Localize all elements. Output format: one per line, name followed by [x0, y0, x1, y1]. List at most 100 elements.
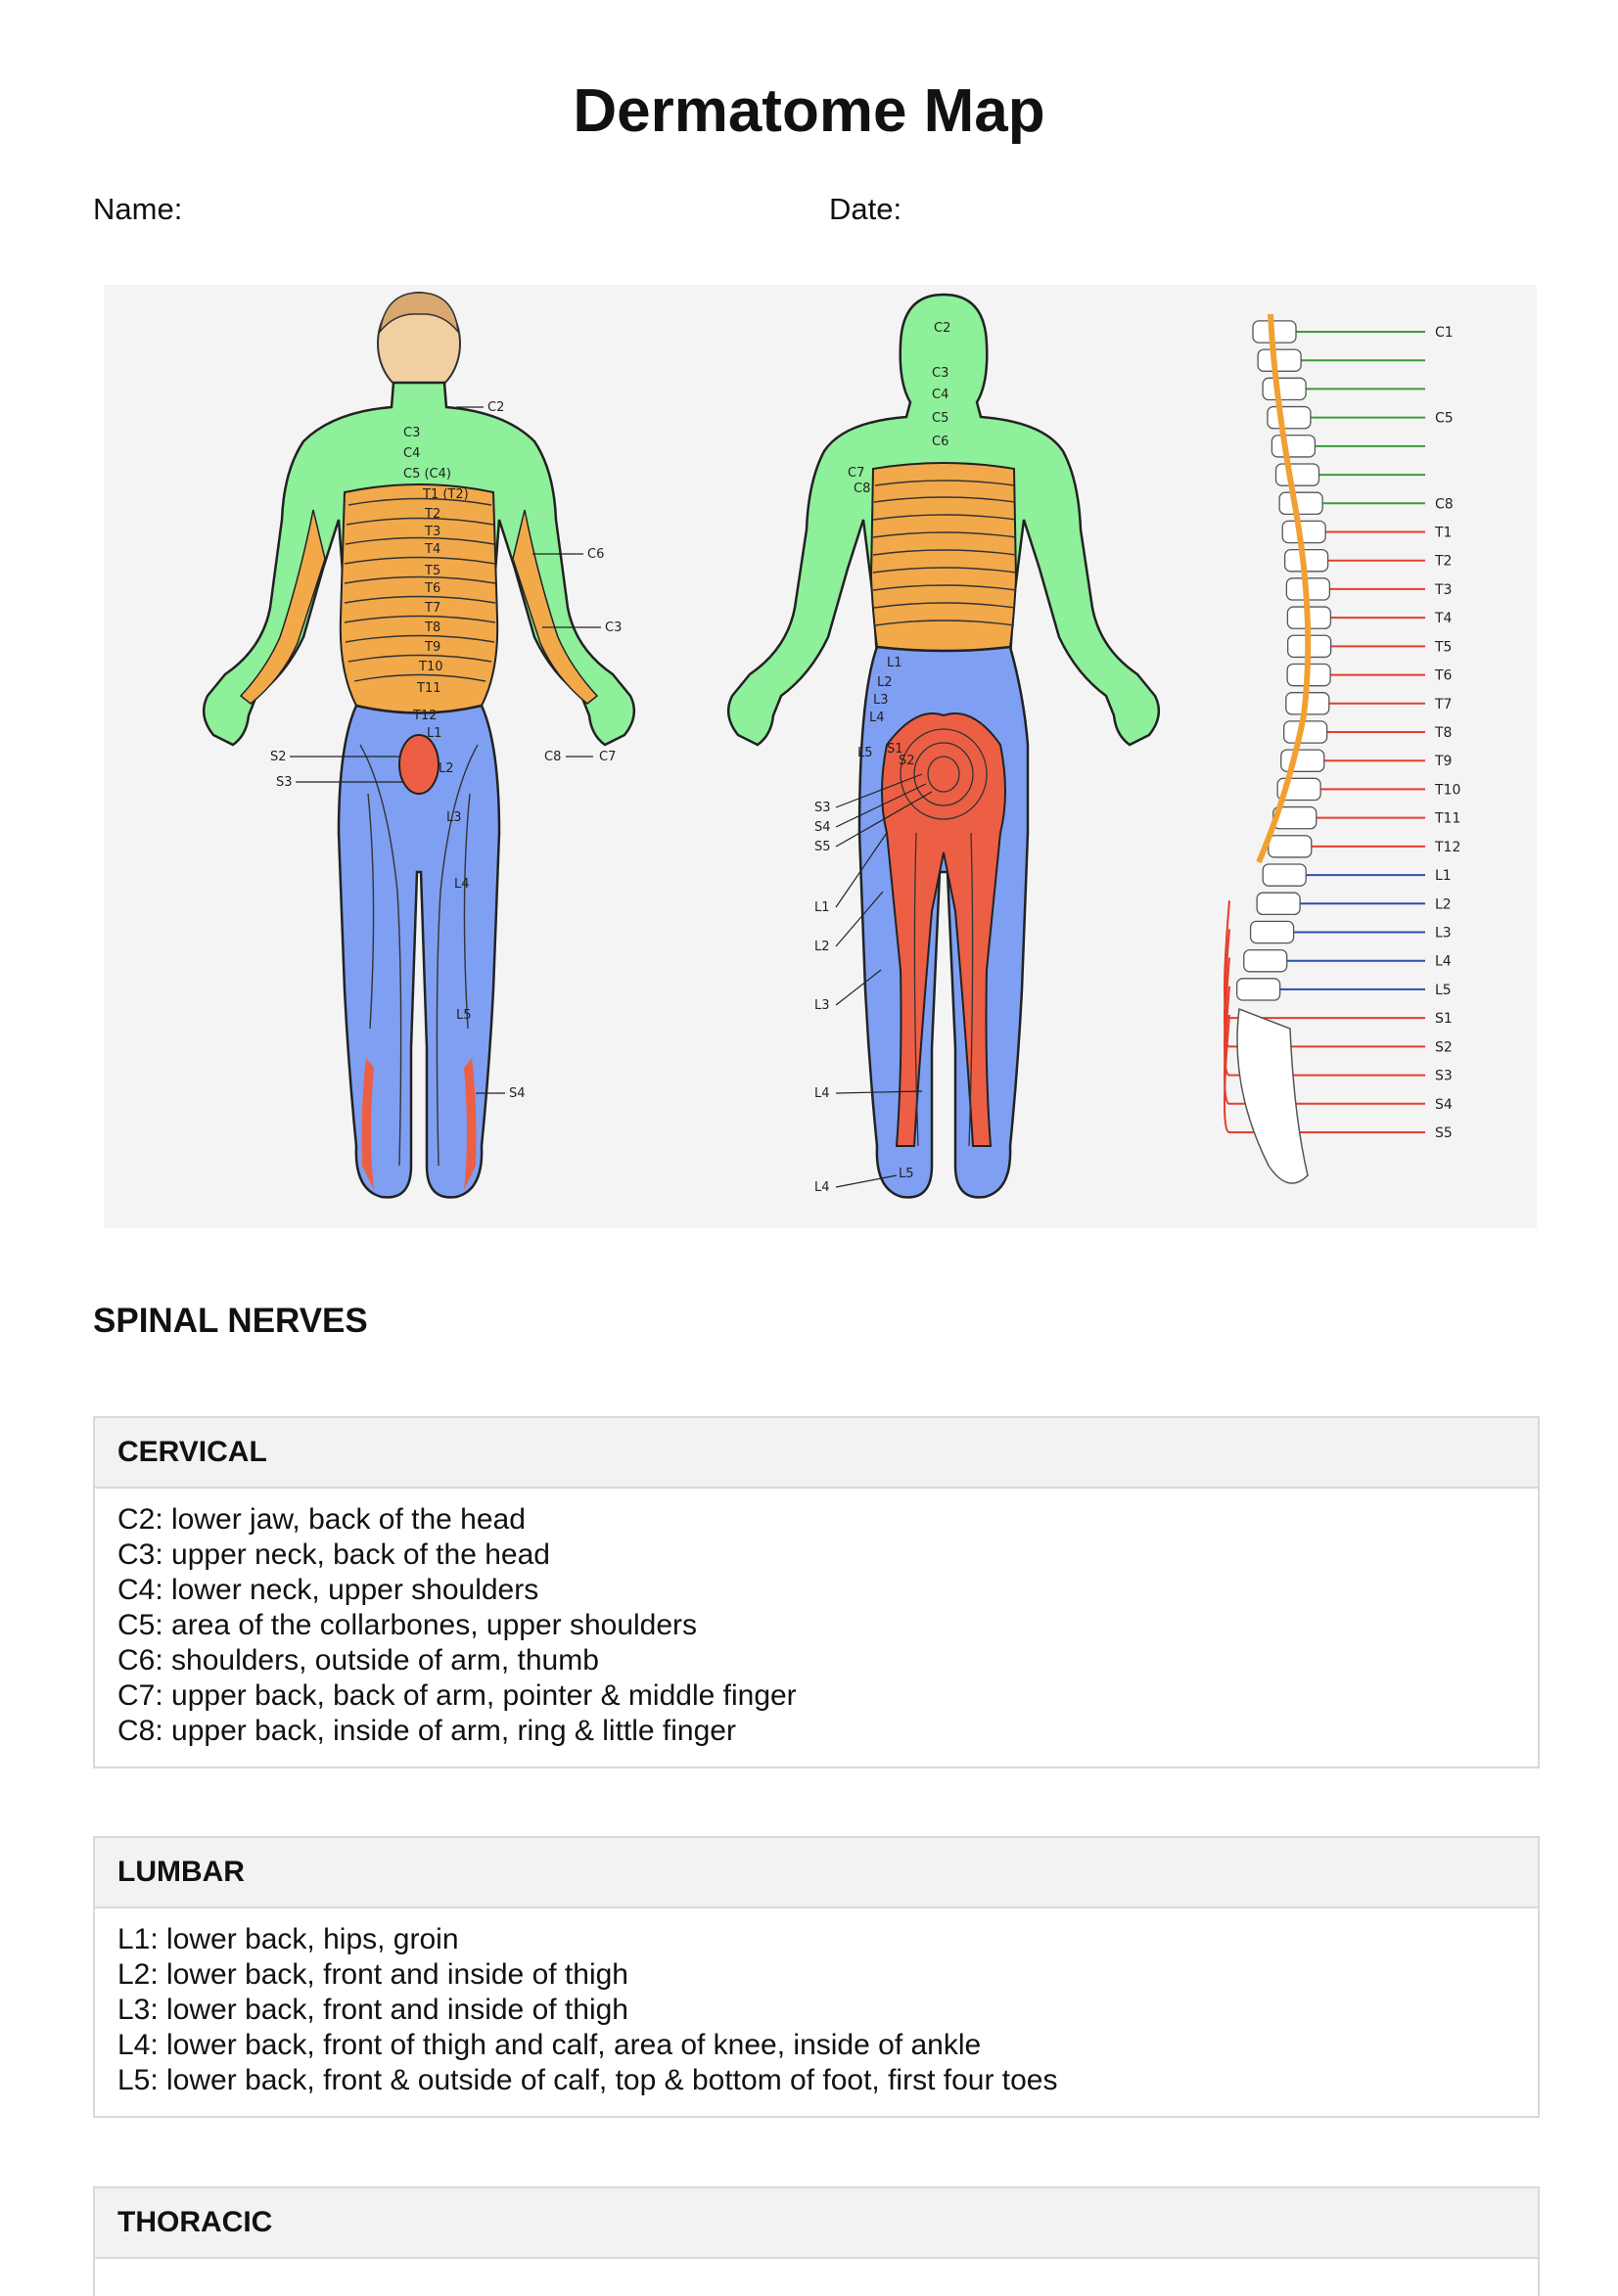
vertebra — [1249, 920, 1295, 944]
back-sacral-region — [881, 712, 1006, 1147]
back-label-l2-leg: L2 — [814, 940, 830, 954]
dermatome-illustration: C2 C3 C4 C5 (C4) T1 (T2) T2 T3 T4 T5 T6 … — [202, 292, 1460, 1199]
front-body-figure — [202, 292, 636, 1199]
lumbar-line: L1: lower back, hips, groin — [117, 1923, 459, 1955]
front-label-t5: T5 — [424, 564, 440, 578]
back-label-s1: S1 — [887, 742, 903, 757]
name-label: Name: — [93, 192, 183, 226]
spine-label: C8 — [1435, 496, 1454, 512]
page-title: Dermatome Map — [573, 77, 1045, 145]
back-label-l3-leg: L3 — [814, 998, 830, 1013]
spine-labels: C1C5C8T1T2T3T4T5T6T7T8T9T10T11T12L1L2L3L… — [1434, 325, 1460, 1141]
back-label-c8: C8 — [854, 482, 870, 496]
front-label-t10: T10 — [418, 660, 442, 674]
spine-label: S3 — [1435, 1069, 1453, 1084]
vertebra — [1256, 892, 1301, 916]
front-hair — [378, 292, 459, 335]
back-label-l4-leg: L4 — [814, 1086, 830, 1101]
lumbar-line: L2: lower back, front and inside of thig… — [117, 1958, 628, 1991]
spine-label: C1 — [1435, 325, 1454, 341]
lumbar-table: LUMBAR L1: lower back, hips, groin L2: l… — [93, 1836, 1540, 2118]
spine-label: T3 — [1434, 582, 1452, 598]
spine-label: C5 — [1435, 411, 1454, 427]
front-label-s4: S4 — [509, 1086, 526, 1101]
spinal-nerves-heading: SPINAL NERVES — [93, 1302, 368, 1340]
front-label-t2: T2 — [424, 507, 440, 522]
back-label-l1-leg: L1 — [814, 900, 830, 915]
front-label-c2: C2 — [487, 400, 504, 415]
back-label-l5: L5 — [857, 746, 873, 760]
dermatome-figure: C2 C3 C4 C5 (C4) T1 (T2) T2 T3 T4 T5 T6 … — [104, 285, 1537, 1228]
back-label-c2: C2 — [934, 321, 950, 336]
thoracic-table-header: THORACIC — [95, 2188, 1538, 2259]
lumbar-line: L5: lower back, front & outside of calf,… — [117, 2064, 1058, 2096]
spine-label: L3 — [1435, 926, 1452, 941]
back-label-c3: C3 — [932, 366, 948, 381]
front-label-l4: L4 — [454, 877, 470, 892]
cervical-line: C4: lower neck, upper shoulders — [117, 1574, 539, 1606]
cervical-table-header: CERVICAL — [95, 1418, 1538, 1489]
sacrum — [1236, 1007, 1309, 1184]
cervical-line: C7: upper back, back of arm, pointer & m… — [117, 1679, 797, 1712]
front-sacral-groin — [398, 734, 439, 795]
front-leg-lines — [359, 744, 479, 1167]
front-lumbar-legs — [337, 704, 501, 1199]
front-label-c3: C3 — [403, 426, 420, 440]
spine-label: S5 — [1435, 1125, 1453, 1141]
spine-label: T7 — [1434, 697, 1452, 712]
front-label-c5: C5 (C4) — [403, 467, 451, 482]
front-label-t8: T8 — [424, 620, 440, 635]
cervical-table-body: C2: lower jaw, back of the head C3: uppe… — [95, 1489, 1538, 1767]
front-label-t12: T12 — [412, 709, 437, 723]
back-label-s4: S4 — [814, 820, 831, 835]
back-label-l5-foot: L5 — [899, 1167, 914, 1181]
front-thoracic-arm-left — [239, 509, 326, 705]
back-label-s2: S2 — [899, 754, 915, 768]
front-sacral-leg-left — [361, 1058, 374, 1190]
front-label-t11: T11 — [416, 681, 440, 696]
front-label-c6: C6 — [587, 547, 604, 562]
spine-label: T4 — [1434, 611, 1453, 626]
spine-label: L2 — [1435, 896, 1452, 912]
spine-label: T8 — [1434, 725, 1452, 741]
back-sacral-rings — [900, 728, 988, 1147]
front-labels: C2 C3 C4 C5 (C4) T1 (T2) T2 T3 T4 T5 T6 … — [270, 400, 622, 1101]
front-label-s2: S2 — [270, 750, 287, 764]
front-label-c4: C4 — [403, 446, 420, 461]
cervical-line: C2: lower jaw, back of the head — [117, 1503, 526, 1536]
front-label-l3: L3 — [446, 810, 462, 825]
spinal-cord — [1256, 313, 1312, 864]
thoracic-table: THORACIC — [93, 2186, 1540, 2296]
spine-label: T1 — [1434, 526, 1452, 541]
vertebra — [1262, 377, 1307, 401]
spine-label: T12 — [1434, 840, 1460, 855]
back-label-s3: S3 — [814, 801, 831, 815]
back-body-figure — [726, 293, 1161, 1199]
cervical-line: C5: area of the collarbones, upper shoul… — [117, 1609, 698, 1641]
front-label-t3: T3 — [424, 525, 440, 539]
front-chest-stripes — [344, 497, 496, 682]
back-label-l1: L1 — [887, 656, 902, 670]
spine-label: S4 — [1435, 1097, 1453, 1113]
front-label-t1: T1 (T2) — [422, 487, 469, 502]
cervical-table: CERVICAL C2: lower jaw, back of the head… — [93, 1416, 1540, 1768]
back-label-l2: L2 — [877, 675, 893, 690]
vertebra — [1280, 749, 1325, 772]
vertebra — [1257, 348, 1302, 372]
back-label-c7: C7 — [848, 466, 864, 481]
vertebra — [1243, 948, 1288, 973]
front-label-t9: T9 — [424, 640, 440, 655]
back-label-l3: L3 — [873, 693, 889, 708]
front-label-l1: L1 — [427, 726, 442, 741]
vertebra — [1236, 978, 1281, 1001]
spine-label: T9 — [1434, 754, 1452, 769]
vertebra — [1267, 405, 1312, 430]
front-label-t6: T6 — [424, 581, 440, 596]
spine-label: L1 — [1435, 868, 1452, 884]
back-label-s5: S5 — [814, 840, 831, 854]
vertebra — [1271, 435, 1317, 458]
front-label-s3: S3 — [276, 775, 293, 790]
vertebra — [1274, 463, 1320, 486]
spine-nerve-lines — [1224, 331, 1425, 1133]
front-label-c8: C8 — [544, 750, 561, 764]
